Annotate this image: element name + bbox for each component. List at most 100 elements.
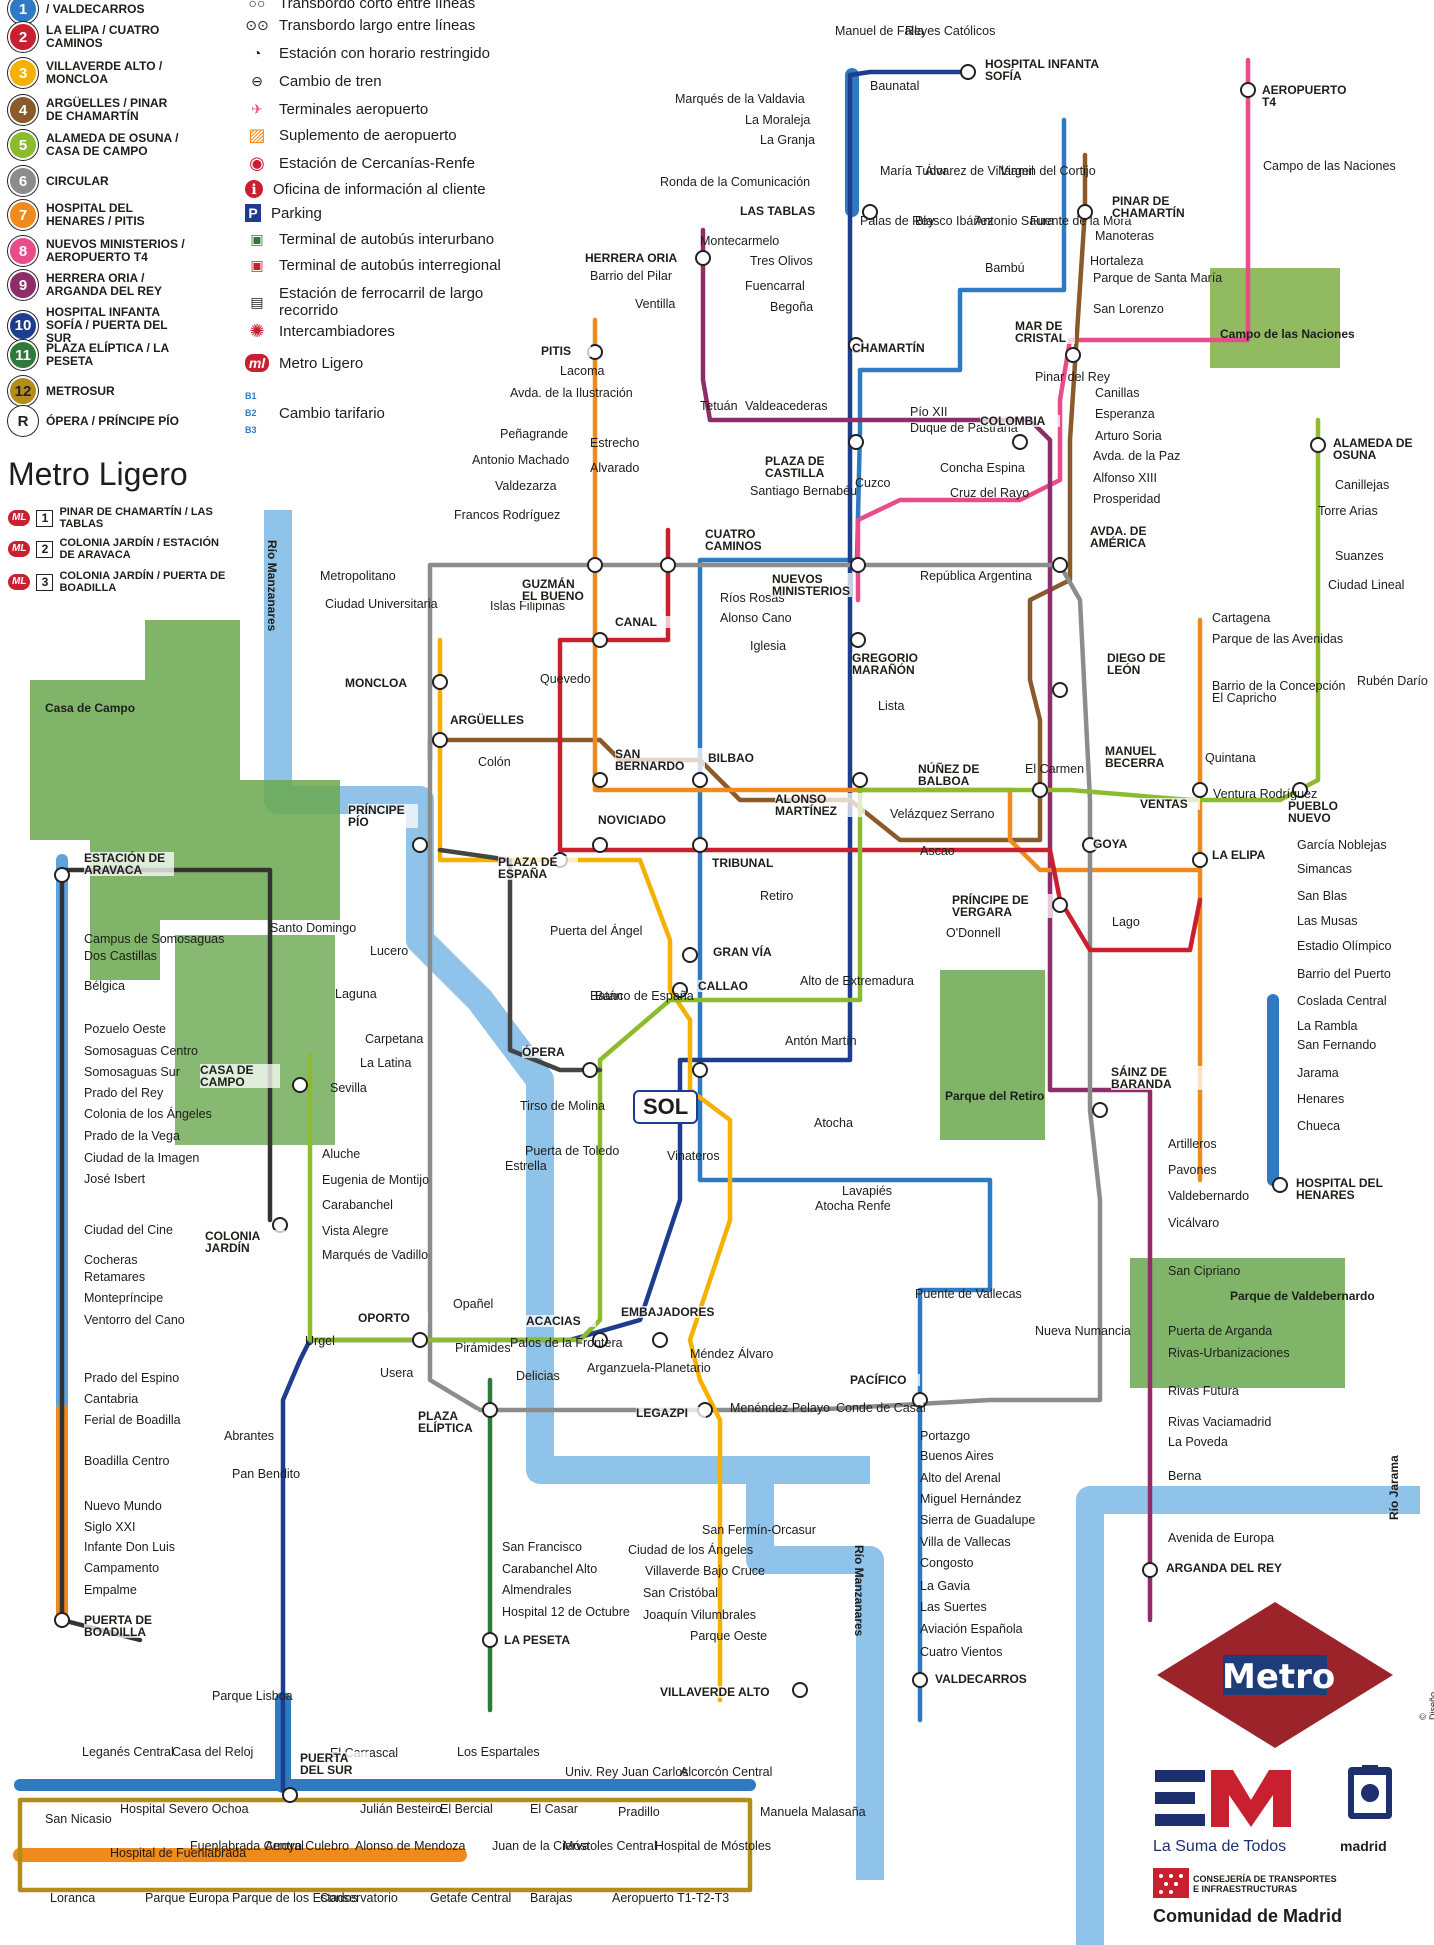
tribunal-stop[interactable] [692, 837, 708, 853]
station-label-minor: Carabanchel Alto [502, 1562, 597, 1576]
station-label-minor: Manuel de Falla [835, 24, 924, 38]
colombia-stop[interactable] [1012, 434, 1028, 450]
la-elipa-stop[interactable] [1192, 852, 1208, 868]
area-label-parque-valdebernardo: Parque de Valdebernardo [1230, 1289, 1375, 1303]
station-label-minor: Rivas Vaciamadrid [1168, 1415, 1271, 1429]
station-label-puerta-del-sur: PUERTA DEL SUR [300, 1752, 370, 1776]
herrera-oria-stop[interactable] [695, 250, 711, 266]
station-label-minor: Carpetana [365, 1032, 423, 1046]
sol-stop[interactable] [692, 1062, 708, 1078]
station-label-minor: Eugenia de Montijo [322, 1173, 429, 1187]
short-transfer-icon: ○○ [248, 0, 266, 11]
pinar-de-chamartin-stop[interactable] [1077, 204, 1093, 220]
station-label-moncloa: MONCLOA [345, 677, 425, 689]
puerta-de-boadilla-stop[interactable] [54, 1612, 70, 1628]
station-label-minor: Vicálvaro [1168, 1216, 1219, 1230]
principe-de-vergara-stop[interactable] [1052, 897, 1068, 913]
station-label-manuel-becerra: MANUEL BECERRA [1105, 745, 1185, 769]
station-label-principe-pio: PRÍNCIPE PÍO [348, 804, 418, 828]
plaza-de-castilla-stop[interactable] [848, 434, 864, 450]
alonso-martinez-stop[interactable] [852, 772, 868, 788]
line-1 [697, 117, 1067, 1723]
bilbao-stop[interactable] [692, 772, 708, 788]
station-label-embajadores: EMBAJADORES [621, 1306, 721, 1318]
villaverde-alto-stop[interactable] [792, 1682, 808, 1698]
station-label-noviciado: NOVICIADO [598, 814, 688, 826]
station-label-minor: San Fermín-Orcasur [702, 1523, 816, 1537]
station-label-pinar-de-chamartin: PINAR DE CHAMARTÍN [1112, 195, 1202, 219]
sainz-de-baranda-stop[interactable] [1092, 1102, 1108, 1118]
canal-stop[interactable] [592, 632, 608, 648]
legend-symbol-label: Transbordo largo entre líneas [279, 16, 476, 34]
station-label-minor: Arroyo Culebro [265, 1839, 349, 1853]
plaza-eliptica-stop[interactable] [482, 1402, 498, 1418]
hospital-infanta-sofia-stop[interactable] [960, 64, 976, 80]
station-label-minor: Alto del Arenal [920, 1471, 1001, 1485]
arguelles-stop[interactable] [432, 732, 448, 748]
cuatro-caminos-stop[interactable] [660, 557, 676, 573]
station-label-sainz-de-baranda: SÁINZ DE BARANDA [1111, 1066, 1211, 1090]
station-label-minor: Congosto [920, 1556, 974, 1570]
station-label-minor: Retiro [760, 889, 793, 903]
station-label-minor: Nueva Numancia [1035, 1324, 1131, 1338]
pacifico-stop[interactable] [912, 1392, 928, 1408]
acacias-stop[interactable] [592, 1332, 608, 1348]
noviciado-stop[interactable] [592, 837, 608, 853]
station-label-minor: Lucero [370, 944, 408, 958]
valdecarros-stop[interactable] [912, 1672, 928, 1688]
station-label-minor: El Casar [530, 1802, 578, 1816]
comunidad-flag-icon [1153, 1868, 1189, 1898]
interchange-icon: ✺ [249, 320, 265, 341]
las-tablas-stop[interactable] [862, 204, 878, 220]
station-label-sol[interactable]: SOL [633, 1090, 699, 1124]
guzman-el-bueno-stop[interactable] [587, 557, 603, 573]
station-label-minor: Ronda de la Comunicación [660, 175, 810, 189]
ventas-stop[interactable] [1192, 782, 1208, 798]
area-label-parque-retiro: Parque del Retiro [945, 1089, 1044, 1103]
station-label-pueblo-nuevo: PUEBLO NUEVO [1288, 800, 1358, 824]
madrid-seal-icon [1348, 1765, 1392, 1819]
station-label-minor: Las Musas [1297, 914, 1357, 928]
legend-symbol-label: Suplemento de aeropuerto [279, 126, 457, 144]
nuevos-ministerios-stop[interactable] [850, 557, 866, 573]
gregorio-maranon-stop[interactable] [850, 632, 866, 648]
station-label-minor: Cuatro Vientos [920, 1645, 1002, 1659]
legend-line-label: HOSPITAL DEL HENARES / PITIS [46, 201, 145, 228]
manuel-becerra-stop[interactable] [1032, 782, 1048, 798]
avda-de-america-stop[interactable] [1052, 557, 1068, 573]
callao-stop[interactable] [672, 982, 688, 998]
station-label-minor: Ríos Rosas [720, 591, 785, 605]
station-label-minor: Atocha [814, 1116, 853, 1130]
station-label-minor: Pinar del Rey [1035, 370, 1111, 384]
embajadores-stop[interactable] [652, 1332, 668, 1348]
casa-de-campo-stop[interactable] [292, 1077, 308, 1093]
airport-terminal-icon: ✈ [251, 100, 263, 117]
arganda-del-rey-stop[interactable] [1142, 1562, 1158, 1578]
diego-de-leon-stop[interactable] [1052, 682, 1068, 698]
aeropuerto-t4-stop[interactable] [1240, 82, 1256, 98]
station-label-casa-de-campo: CASA DE CAMPO [200, 1064, 280, 1088]
principe-pio-stop[interactable] [412, 837, 428, 853]
legend-symbol-12: ✺Intercambiadores [245, 320, 394, 341]
estacion-de-aravaca-stop[interactable] [54, 867, 70, 883]
pueblo-nuevo-stop[interactable] [1292, 782, 1308, 798]
opera-stop[interactable] [582, 1062, 598, 1078]
station-label-chamartin: CHAMARTÍN [852, 342, 942, 354]
station-label-minor: Valdezarza [495, 479, 557, 493]
legend-symbol-label: Oficina de información al cliente [273, 180, 486, 198]
puerta-del-sur-stop[interactable] [282, 1787, 298, 1803]
alameda-de-osuna-stop[interactable] [1310, 437, 1326, 453]
station-label-minor: Alvarado [590, 461, 639, 475]
oporto-stop[interactable] [412, 1332, 428, 1348]
hospital-del-henares-stop[interactable] [1272, 1177, 1288, 1193]
san-bernardo-stop[interactable] [592, 772, 608, 788]
legend-line-label: METROSUR [46, 383, 115, 398]
moncloa-stop[interactable] [432, 674, 448, 690]
station-label-minor: Alto de Extremadura [800, 974, 914, 988]
mar-de-cristal-stop[interactable] [1065, 347, 1081, 363]
station-label-minor: Cartagena [1212, 611, 1270, 625]
gran-via-stop[interactable] [682, 947, 698, 963]
la-peseta-stop[interactable] [482, 1632, 498, 1648]
station-label-minor: Hospital Severo Ochoa [120, 1802, 249, 1816]
